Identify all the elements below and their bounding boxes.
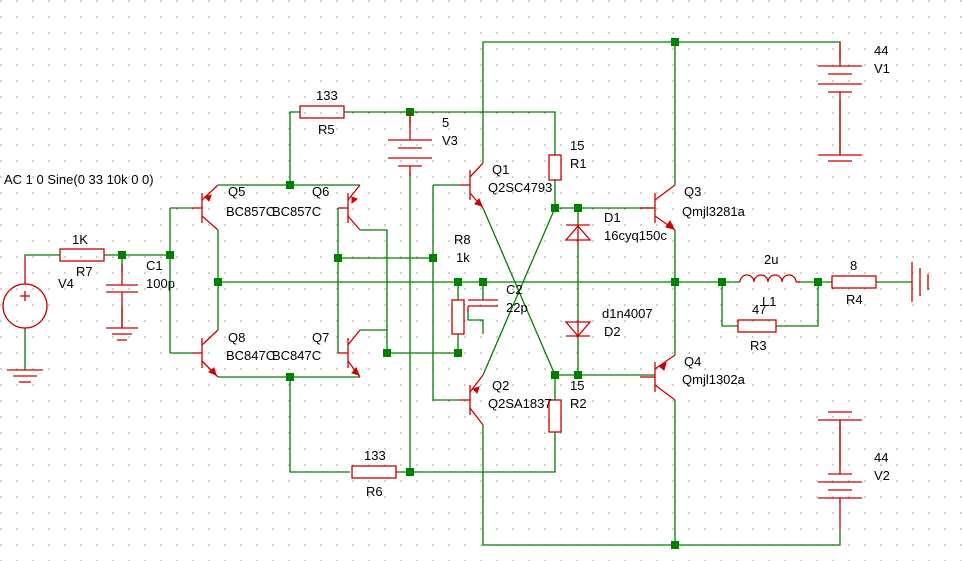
q3-ref: Q3 — [684, 184, 701, 199]
v2-value: 44 — [874, 450, 888, 465]
q1-ref: Q1 — [492, 162, 509, 177]
junction-nodes — [118, 38, 822, 549]
resistor-r7 — [59, 248, 105, 262]
r2-value: 15 — [570, 378, 584, 393]
r4-value: 8 — [850, 258, 857, 273]
transistor-q5 — [192, 184, 219, 231]
q8-value: BC847C — [226, 348, 275, 363]
c1-value: 100p — [146, 276, 175, 291]
r6-value: 133 — [364, 448, 386, 463]
r1-ref: R1 — [570, 156, 587, 171]
q6-ref: Q6 — [312, 184, 329, 199]
q5-value: BC857C — [226, 204, 275, 219]
r2-ref: R2 — [570, 396, 587, 411]
inductor-l1 — [739, 274, 800, 283]
r8-ref: R8 — [454, 232, 471, 247]
wires — [24, 41, 912, 546]
battery-v2 — [818, 411, 862, 530]
r5-ref: R5 — [318, 122, 335, 137]
c2-ref: C2 — [506, 282, 523, 297]
q7-value: BC847C — [272, 348, 321, 363]
l1-ref: L1 — [762, 294, 776, 309]
diode-d2 — [564, 320, 592, 338]
transistor-q4 — [640, 354, 676, 401]
resistor-r2 — [548, 399, 562, 433]
resistor-r6 — [351, 465, 397, 479]
v1-ref: V1 — [874, 61, 890, 76]
q3-value: Qmjl3281a — [682, 204, 746, 219]
d2-ref: D2 — [604, 324, 621, 339]
v1-value: 44 — [874, 43, 888, 58]
source-label: AC 1 0 Sine(0 33 10k 0 0) — [4, 172, 154, 187]
resistor-r8 — [451, 299, 465, 335]
r7-value: 1K — [72, 232, 88, 247]
transistor-q1 — [460, 162, 484, 209]
resistor-r3 — [737, 319, 777, 333]
q7-ref: Q7 — [312, 330, 329, 345]
r8-value: 1k — [456, 250, 470, 265]
source-v4 — [2, 258, 48, 383]
transistor-q2 — [460, 374, 484, 426]
q2-ref: Q2 — [492, 378, 509, 393]
v2-ref: V2 — [874, 468, 890, 483]
q8-ref: Q8 — [228, 330, 245, 345]
diode-d1 — [564, 224, 592, 245]
r1-value: 15 — [570, 138, 584, 153]
capacitor-c1 — [106, 264, 138, 341]
q1-value: Q2SC4793 — [488, 180, 552, 195]
v4-ref: V4 — [58, 276, 74, 291]
v3-ref: V3 — [442, 133, 458, 148]
ground-output — [911, 262, 929, 302]
resistor-r5 — [299, 105, 345, 119]
r3-ref: R3 — [750, 338, 767, 353]
battery-v1 — [818, 42, 862, 162]
q5-ref: Q5 — [228, 184, 245, 199]
l1-value: 2u — [764, 252, 778, 267]
transistor-q8 — [192, 329, 219, 378]
r5-value: 133 — [316, 88, 338, 103]
transistor-q7 — [338, 329, 361, 378]
resistor-r1 — [548, 154, 562, 181]
resistor-r4 — [831, 275, 877, 289]
q6-value: BC857C — [272, 204, 321, 219]
r7-ref: R7 — [76, 264, 93, 279]
capacitor-c2 — [467, 299, 498, 312]
r4-ref: R4 — [846, 292, 863, 307]
q4-value: Qmjl1302a — [682, 372, 746, 387]
transistor-q6 — [338, 184, 361, 231]
c2-value: 22p — [506, 300, 528, 315]
v3-value: 5 — [442, 115, 449, 130]
r6-ref: R6 — [366, 484, 383, 499]
q2-value: Q2SA1837 — [488, 396, 552, 411]
labels: AC 1 0 Sine(0 33 10k 0 0) V4 1K R7 C1 10… — [4, 43, 890, 499]
r3-value: 47 — [752, 302, 766, 317]
c1-ref: C1 — [146, 258, 163, 273]
d2-value: d1n4007 — [602, 306, 653, 321]
d1-value: 16cyq150c — [604, 228, 667, 243]
battery-v3 — [388, 112, 432, 176]
transistor-q3 — [640, 184, 676, 231]
d1-ref: D1 — [604, 210, 621, 225]
q4-ref: Q4 — [684, 354, 701, 369]
